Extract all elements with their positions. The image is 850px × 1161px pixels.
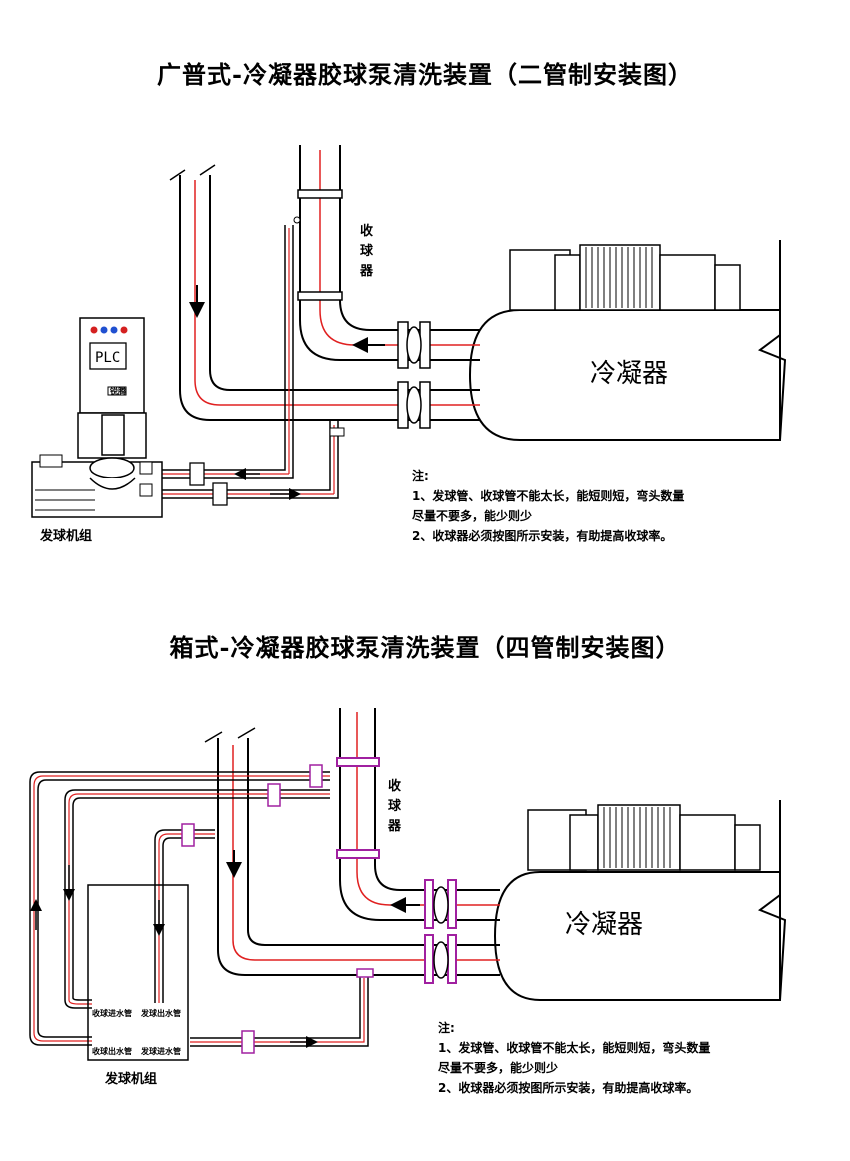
return-pipes-1 <box>140 216 345 506</box>
pipe-label-top-right: 发球出水管 <box>140 1008 181 1018</box>
collector-2-label-3: 器 <box>387 819 402 834</box>
pump-unit-1: 发球机组 <box>31 414 163 544</box>
collector-2-label-2: 球 <box>388 798 402 814</box>
diagram1: 冷凝器 收 球 器 <box>31 145 787 544</box>
collector-pipe-1: 收 球 器 <box>297 145 480 361</box>
indicator-light-1 <box>90 326 98 334</box>
condenser-1: 冷凝器 <box>468 240 787 441</box>
main-pipe-2 <box>204 727 500 976</box>
flanges-2 <box>424 879 457 984</box>
diagram1-title: 广普式-冷凝器胶球泵清洗装置（二管制安装图） <box>157 60 693 89</box>
condenser-1-label: 冷凝器 <box>590 359 668 389</box>
note-1-line3: 2、收球器必须按图所示安装，有助提高收球率。 <box>412 529 673 543</box>
collector-pipe-2: 收 球 器 <box>336 708 500 921</box>
note-1-line1: 1、发球管、收球管不能太长，能短则短，弯头数量 <box>412 489 685 503</box>
note-2-line3: 2、收球器必须按图所示安装，有助提高收球率。 <box>438 1081 699 1095</box>
plc-button-label: 锐腾 <box>110 386 127 396</box>
unit-1-label: 发球机组 <box>39 528 92 544</box>
flanges-1 <box>397 321 431 429</box>
cabinet-2: 收球进水管 发球出水管 收球出水管 发球进水管 发球机组 <box>87 884 189 1087</box>
note-2-line2: 尽量不要多，能少则少 <box>438 1061 559 1075</box>
note-1-heading: 注: <box>412 469 429 483</box>
condenser-2: 冷凝器 <box>493 800 787 1001</box>
note-2-heading: 注: <box>438 1021 455 1035</box>
unit-2-label: 发球机组 <box>104 1071 157 1087</box>
four-pipes-2 <box>29 764 374 1054</box>
main-pipe-1 <box>169 164 480 421</box>
condenser-2-label: 冷凝器 <box>565 910 643 940</box>
note-2-line1: 1、发球管、收球管不能太长，能短则短，弯头数量 <box>438 1041 711 1055</box>
indicator-light-4 <box>120 326 128 334</box>
note-1-line2: 尽量不要多，能少则少 <box>412 509 533 523</box>
pipe-label-bottom-right: 发球进水管 <box>140 1046 181 1056</box>
note-1: 注: 1、发球管、收球管不能太长，能短则短，弯头数量 尽量不要多，能少则少 2、… <box>412 466 684 546</box>
indicator-light-3 <box>110 326 118 334</box>
collector-2-label-1: 收 <box>388 778 402 794</box>
note-2: 注: 1、发球管、收球管不能太长，能短则短，弯头数量 尽量不要多，能少则少 2、… <box>438 1018 710 1098</box>
collector-1-label-3: 器 <box>359 264 374 279</box>
collector-1-label-2: 球 <box>360 243 374 259</box>
pipe-label-bottom-left: 收球出水管 <box>92 1046 132 1056</box>
collector-1-label-1: 收 <box>360 223 374 239</box>
plc-label: PLC <box>95 350 120 366</box>
indicator-light-2 <box>100 326 108 334</box>
diagram2: 冷凝器 收 球 器 <box>29 708 787 1087</box>
pipe-label-top-left: 收球进水管 <box>92 1008 132 1018</box>
motor-2 <box>597 804 681 871</box>
diagram2-title: 箱式-冷凝器胶球泵清洗装置（四管制安装图） <box>169 633 681 662</box>
